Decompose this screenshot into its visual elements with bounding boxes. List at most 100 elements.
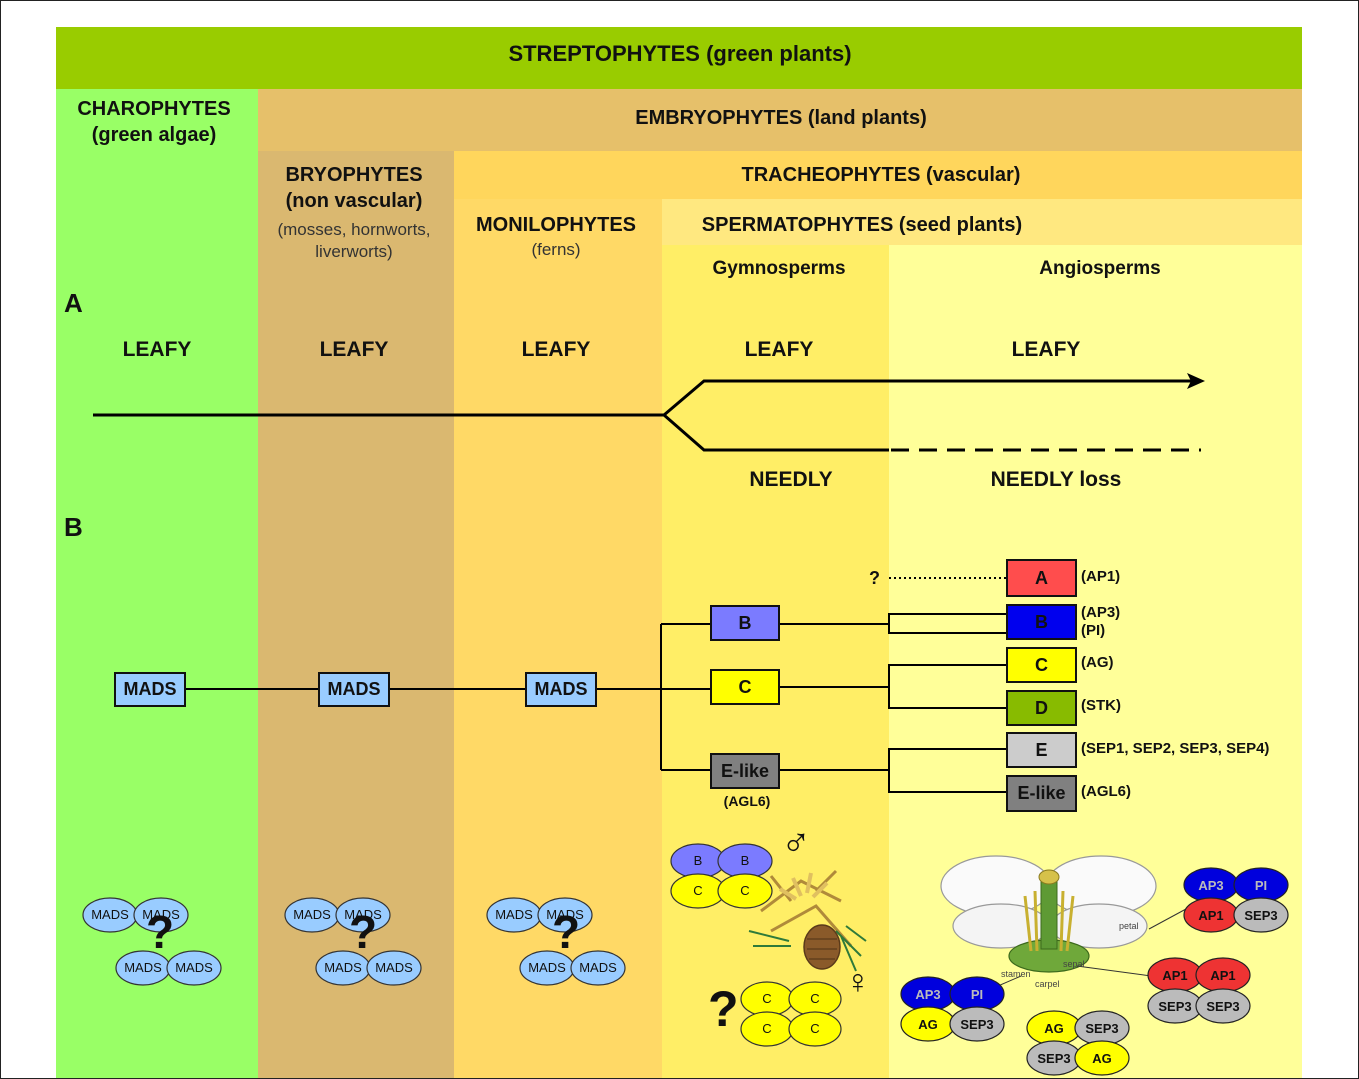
mads-label: MADS — [528, 960, 566, 975]
gymno-male-b-label: B — [693, 853, 703, 868]
class-e-genes: (SEP1, SEP2, SEP3, SEP4) — [1081, 740, 1270, 757]
tracheophytes-title: TRACHEOPHYTES (vascular) — [741, 164, 1021, 186]
petal-complex — [1183, 867, 1289, 933]
pine-cone-illustration — [748, 869, 867, 972]
mads-label: MADS — [495, 907, 533, 922]
mads-label: MADS — [375, 960, 413, 975]
carpel-label: carpel — [1035, 979, 1060, 989]
gymno-female-c-label: C — [762, 1021, 772, 1036]
gymno-class-elike-box: E-like — [710, 753, 780, 789]
petal-pi-label: PI — [1254, 878, 1268, 893]
sep3-ellipse — [949, 1006, 1005, 1042]
angio-class-a-box: A — [1006, 559, 1077, 597]
sepal-sep3-label: SEP3 — [1158, 999, 1192, 1014]
petal-ap1-label: AP1 — [1198, 908, 1224, 923]
c-ellipse — [717, 873, 773, 909]
c-ellipse — [788, 1011, 842, 1047]
leafy-monilophytes: LEAFY — [521, 338, 591, 361]
petal-label: petal — [1119, 921, 1139, 931]
mads-label: MADS — [324, 960, 362, 975]
leafy-angiosperms: LEAFY — [1011, 338, 1081, 361]
needly-loss-label: NEEDLY loss — [990, 468, 1122, 491]
angio-class-d-box: D — [1006, 690, 1077, 726]
streptophytes-band — [56, 27, 1302, 89]
stamen-label: stamen — [1001, 969, 1031, 979]
mads-label: MADS — [579, 960, 617, 975]
ag-ellipse — [1074, 1040, 1130, 1076]
stamen-sep3-label: SEP3 — [960, 1017, 994, 1032]
gymno-female-question-mark: ? — [708, 981, 739, 1037]
embryophytes-header-band — [258, 89, 1302, 151]
class-b-genes-pi: (PI) — [1081, 622, 1106, 639]
angio-class-e-box: E — [1006, 732, 1077, 768]
bryophytes-mads-complex — [284, 897, 422, 986]
gymno-class-c-box: C — [710, 669, 780, 705]
mads-ellipse — [335, 897, 391, 933]
sepal-sep3-label: SEP3 — [1206, 999, 1240, 1014]
sepal-pointer — [1076, 965, 1152, 977]
leafy-charophytes: LEAFY — [122, 338, 192, 361]
sepal-complex — [1147, 957, 1251, 1024]
angio-e-bracket — [888, 748, 1006, 793]
female-symbol: ♀ — [845, 963, 871, 1001]
angio-class-c-box: C — [1006, 647, 1077, 683]
monilophytes-subtitle: (ferns) — [531, 240, 581, 259]
mads-ellipse — [537, 897, 593, 933]
mads-box-charophytes: MADS — [114, 672, 186, 707]
carpel-shape — [1040, 878, 1058, 950]
monilophytes-title: MONILOPHYTES — [475, 214, 637, 236]
sepal-ap1-label: AP1 — [1162, 968, 1188, 983]
gymno-male-c-label: C — [740, 883, 750, 898]
mads-label: MADS — [142, 907, 180, 922]
angio-class-elike-box: E-like — [1006, 775, 1077, 812]
petal-ap3-label: AP3 — [1198, 878, 1224, 893]
class-elike-genes: (AGL6) — [1081, 783, 1131, 800]
streptophytes-title: STREPTOPHYTES (green plants) — [508, 41, 852, 66]
leafy-gymnosperms: LEAFY — [744, 338, 814, 361]
class-d-genes: (STK) — [1081, 697, 1121, 714]
needly-branch-line — [663, 413, 889, 452]
monilophytes-mads-complex — [486, 897, 626, 986]
leafy-branch-line — [663, 379, 1193, 417]
mads-label: MADS — [175, 960, 213, 975]
carpel-complex — [1026, 1010, 1130, 1076]
flower-illustration — [940, 855, 1187, 990]
gymno-agl6-label: (AGL6) — [723, 793, 771, 809]
needly-label: NEEDLY — [749, 468, 833, 491]
petal-sep3-label: SEP3 — [1244, 908, 1278, 923]
carpel-ag-label: AG — [1092, 1051, 1112, 1066]
embryophytes-title: EMBRYOPHYTES (land plants) — [635, 107, 927, 129]
charophytes-mads-complex — [82, 897, 222, 986]
tracheophytes-header-band — [454, 151, 1302, 199]
class-a-question-mark: ? — [869, 568, 880, 588]
stigma-shape — [1038, 869, 1060, 885]
mads-ellipse — [133, 897, 189, 933]
petal-pointer — [1148, 908, 1187, 930]
leafy-arrowhead — [1187, 373, 1205, 389]
sep3-ellipse — [1195, 988, 1251, 1024]
gymno-female-c-label: C — [810, 991, 820, 1006]
class-b-genes-ap3: (AP3) — [1081, 604, 1121, 621]
carpel-sep3-label: SEP3 — [1085, 1021, 1119, 1036]
angio-cd-bracket — [888, 664, 1006, 709]
stamen-pi-label: PI — [970, 987, 984, 1002]
sep3-ellipse — [1233, 897, 1289, 933]
class-c-genes: (AG) — [1081, 654, 1114, 671]
carpel-ag-label: AG — [1044, 1021, 1064, 1036]
spermatophytes-header-band — [662, 199, 1302, 245]
charophytes-title: CHAROPHYTES — [77, 98, 231, 120]
stamen-ap3-label: AP3 — [915, 987, 941, 1002]
angiosperms-title: Angiosperms — [1039, 258, 1161, 279]
mads-ellipse — [366, 950, 422, 986]
gymno-male-c-label: C — [693, 883, 703, 898]
mads-box-monilophytes: MADS — [525, 672, 597, 707]
charophytes-subtitle: (green algae) — [91, 124, 217, 146]
mads-label: MADS — [91, 907, 129, 922]
bryophytes-examples: (mosses, hornworts, — [277, 220, 431, 239]
mads-label: MADS — [124, 960, 162, 975]
bryophytes-title: BRYOPHYTES — [285, 164, 423, 186]
class-a-genes: (AP1) — [1081, 568, 1121, 585]
spermatophytes-title: SPERMATOPHYTES (seed plants) — [701, 214, 1023, 236]
